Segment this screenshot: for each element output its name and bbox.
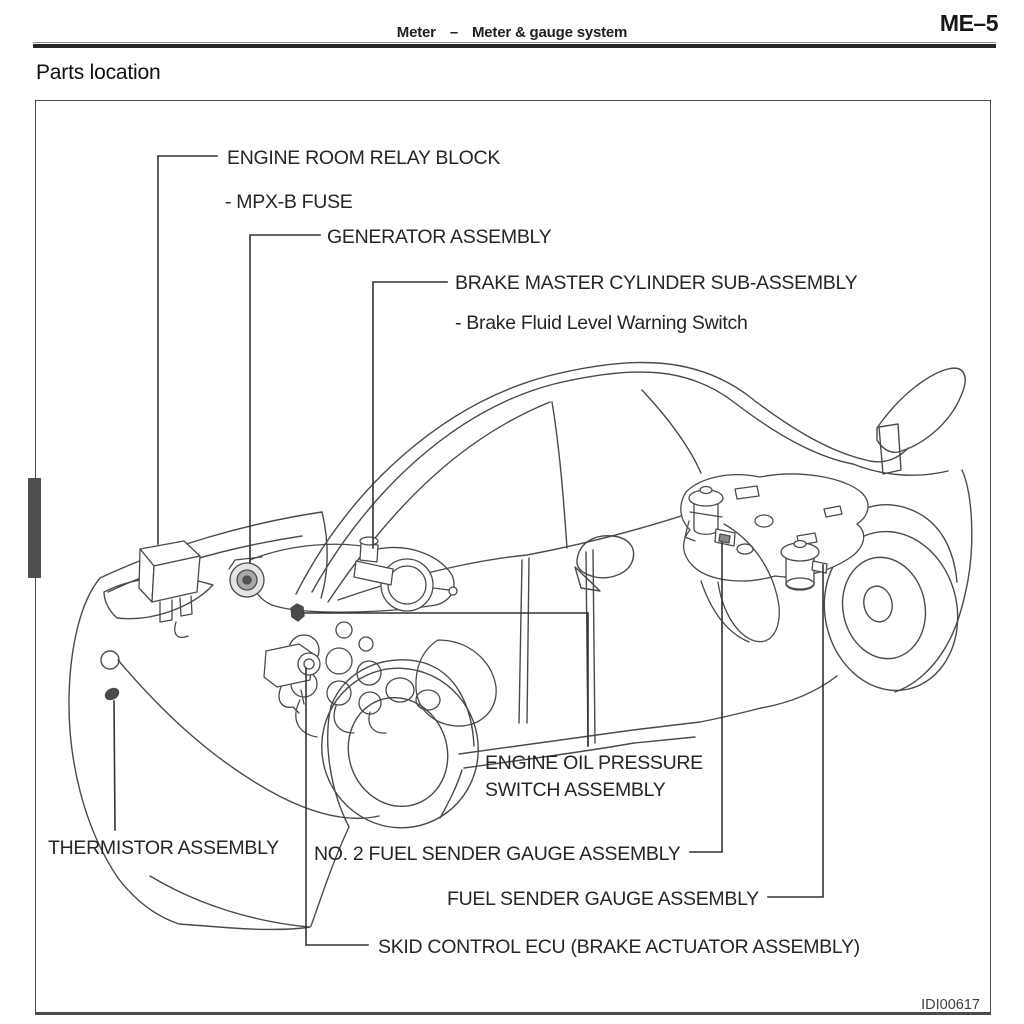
- label-engine-oil-pressure-line1: ENGINE OIL PRESSURE: [485, 752, 703, 774]
- callout-line-brake-master: [372, 281, 448, 549]
- fuel-tank-part: [680, 473, 869, 643]
- no2-fuel-sender-part: [684, 485, 736, 547]
- callout-line-relay-block: [157, 155, 218, 545]
- callout-line-fuel-sender: [767, 564, 824, 898]
- label-mpx-b-fuse: - MPX-B FUSE: [225, 191, 353, 213]
- label-no2-fuel-sender-gauge: NO. 2 FUEL SENDER GAUGE ASSEMBLY: [314, 843, 681, 865]
- callout-line-oil-pressure-switch: [303, 612, 589, 747]
- header-breadcrumb: Meter – Meter & gauge system: [0, 24, 1024, 41]
- callout-line-thermistor: [113, 700, 116, 831]
- callout-line-generator: [249, 234, 321, 563]
- generator-part: [228, 556, 265, 598]
- label-skid-control-ecu: SKID CONTROL ECU (BRAKE ACTUATOR ASSEMBL…: [378, 936, 860, 958]
- label-fuel-sender-gauge: FUEL SENDER GAUGE ASSEMBLY: [447, 888, 759, 910]
- callout-line-skid-control: [305, 667, 369, 946]
- skid-control-ecu-part: [263, 643, 321, 714]
- page-number: ME–5: [939, 10, 999, 36]
- fuel-sender-part: [780, 539, 828, 591]
- figure-code: IDI00617: [921, 997, 980, 1013]
- label-engine-oil-pressure-switch: ENGINE OIL PRESSURE SWITCH ASSEMBLY: [485, 750, 703, 804]
- label-generator-assembly: GENERATOR ASSEMBLY: [327, 226, 552, 248]
- page-title: Parts location: [36, 61, 161, 84]
- header-rule: [33, 44, 996, 48]
- brake-master-cylinder-part: [353, 536, 458, 612]
- engine-oil-pressure-switch-part: [290, 603, 305, 622]
- callout-line-no2-fuel-sender: [689, 542, 723, 853]
- label-engine-oil-pressure-line2: SWITCH ASSEMBLY: [485, 779, 666, 801]
- header-rule-thin: [33, 42, 996, 43]
- header-dash: –: [449, 24, 458, 41]
- components: [104, 473, 869, 714]
- label-brake-fluid-level-warning-switch: - Brake Fluid Level Warning Switch: [455, 312, 748, 334]
- car-body: [68, 361, 973, 931]
- header-subtitle: Meter & gauge system: [471, 24, 628, 41]
- header-section: Meter: [396, 24, 436, 41]
- engine-room-relay-block-part: [138, 540, 201, 638]
- thermistor-part: [104, 687, 120, 701]
- label-engine-room-relay-block: ENGINE ROOM RELAY BLOCK: [227, 147, 501, 169]
- callout-lines: [113, 155, 824, 946]
- label-brake-master-cylinder: BRAKE MASTER CYLINDER SUB-ASSEMBLY: [455, 272, 858, 294]
- label-thermistor-assembly: THERMISTOR ASSEMBLY: [48, 837, 279, 859]
- scrollbar-thumb[interactable]: [28, 478, 41, 578]
